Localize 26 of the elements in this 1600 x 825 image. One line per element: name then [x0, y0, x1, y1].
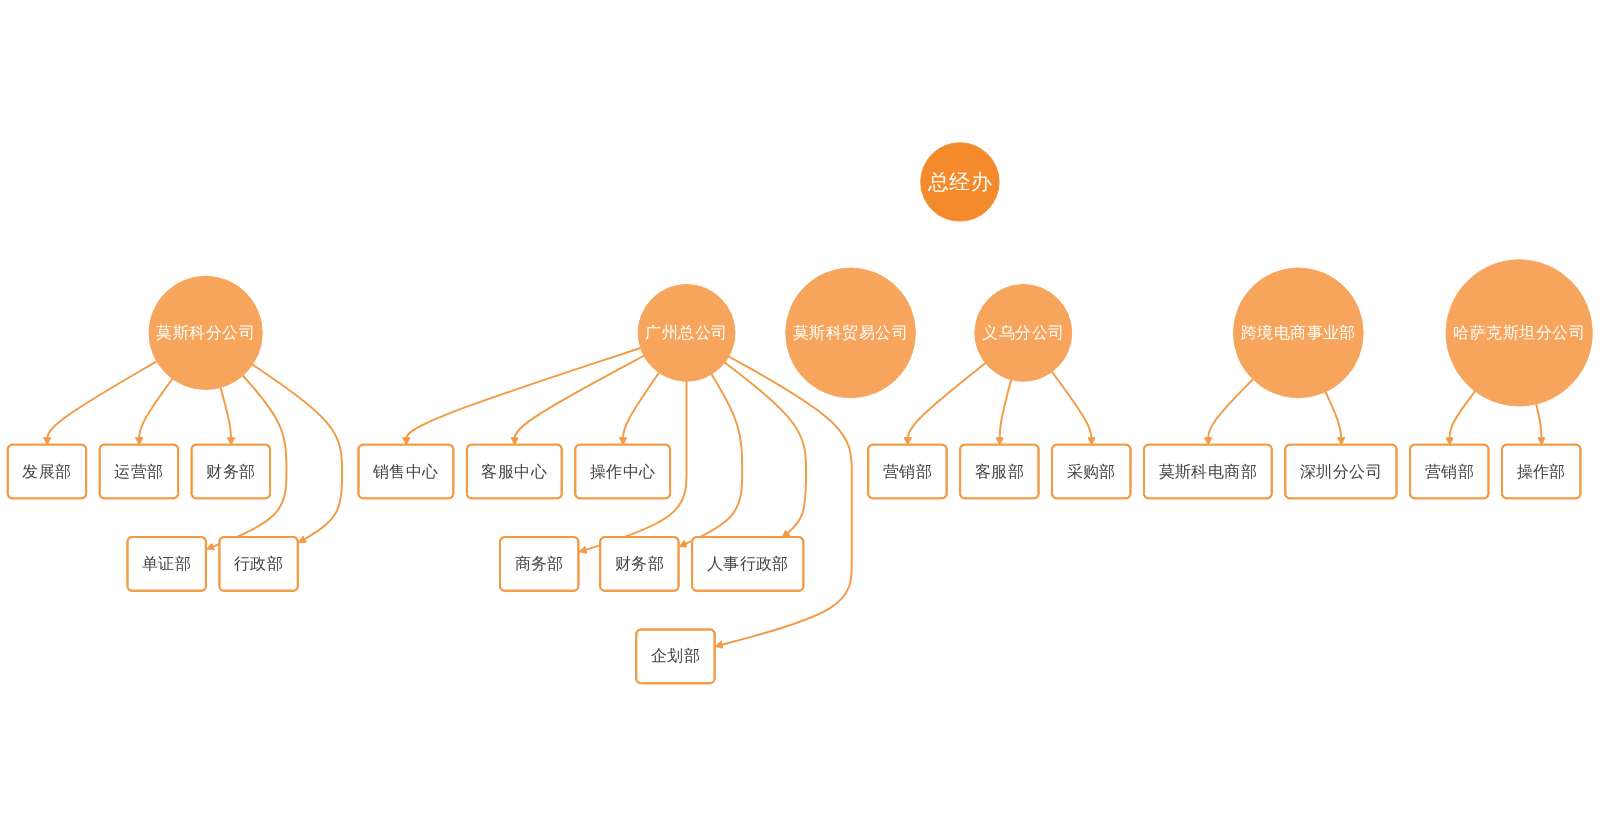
- arrow: [578, 379, 688, 554]
- node-circle: 广州总公司: [637, 283, 736, 382]
- node-circle: 哈萨克斯坦分公司: [1445, 258, 1593, 406]
- arrow: [1203, 377, 1254, 446]
- arrow: [43, 359, 158, 446]
- node-circle: 跨境电商事业部: [1233, 267, 1364, 398]
- node-circle: 义乌分公司: [974, 283, 1073, 382]
- arrow: [251, 363, 344, 543]
- arrow: [134, 377, 174, 446]
- node-circle: 总经办: [920, 141, 1000, 222]
- arrow: [510, 354, 645, 446]
- node-circle: 莫斯科贸易公司: [785, 267, 916, 398]
- arrow: [1445, 389, 1477, 446]
- arrow: [219, 386, 236, 446]
- arrow: [1051, 370, 1096, 446]
- node-circle: 莫斯科分公司: [148, 275, 263, 390]
- arrow: [401, 346, 642, 446]
- arrow: [723, 361, 807, 538]
- arrow: [714, 355, 853, 649]
- arrow: [678, 372, 744, 547]
- arrow: [618, 371, 660, 446]
- arrow: [205, 374, 288, 550]
- arrow: [1535, 402, 1546, 446]
- arrow: [995, 378, 1013, 446]
- arrow: [903, 361, 987, 446]
- arrow: [1324, 390, 1346, 446]
